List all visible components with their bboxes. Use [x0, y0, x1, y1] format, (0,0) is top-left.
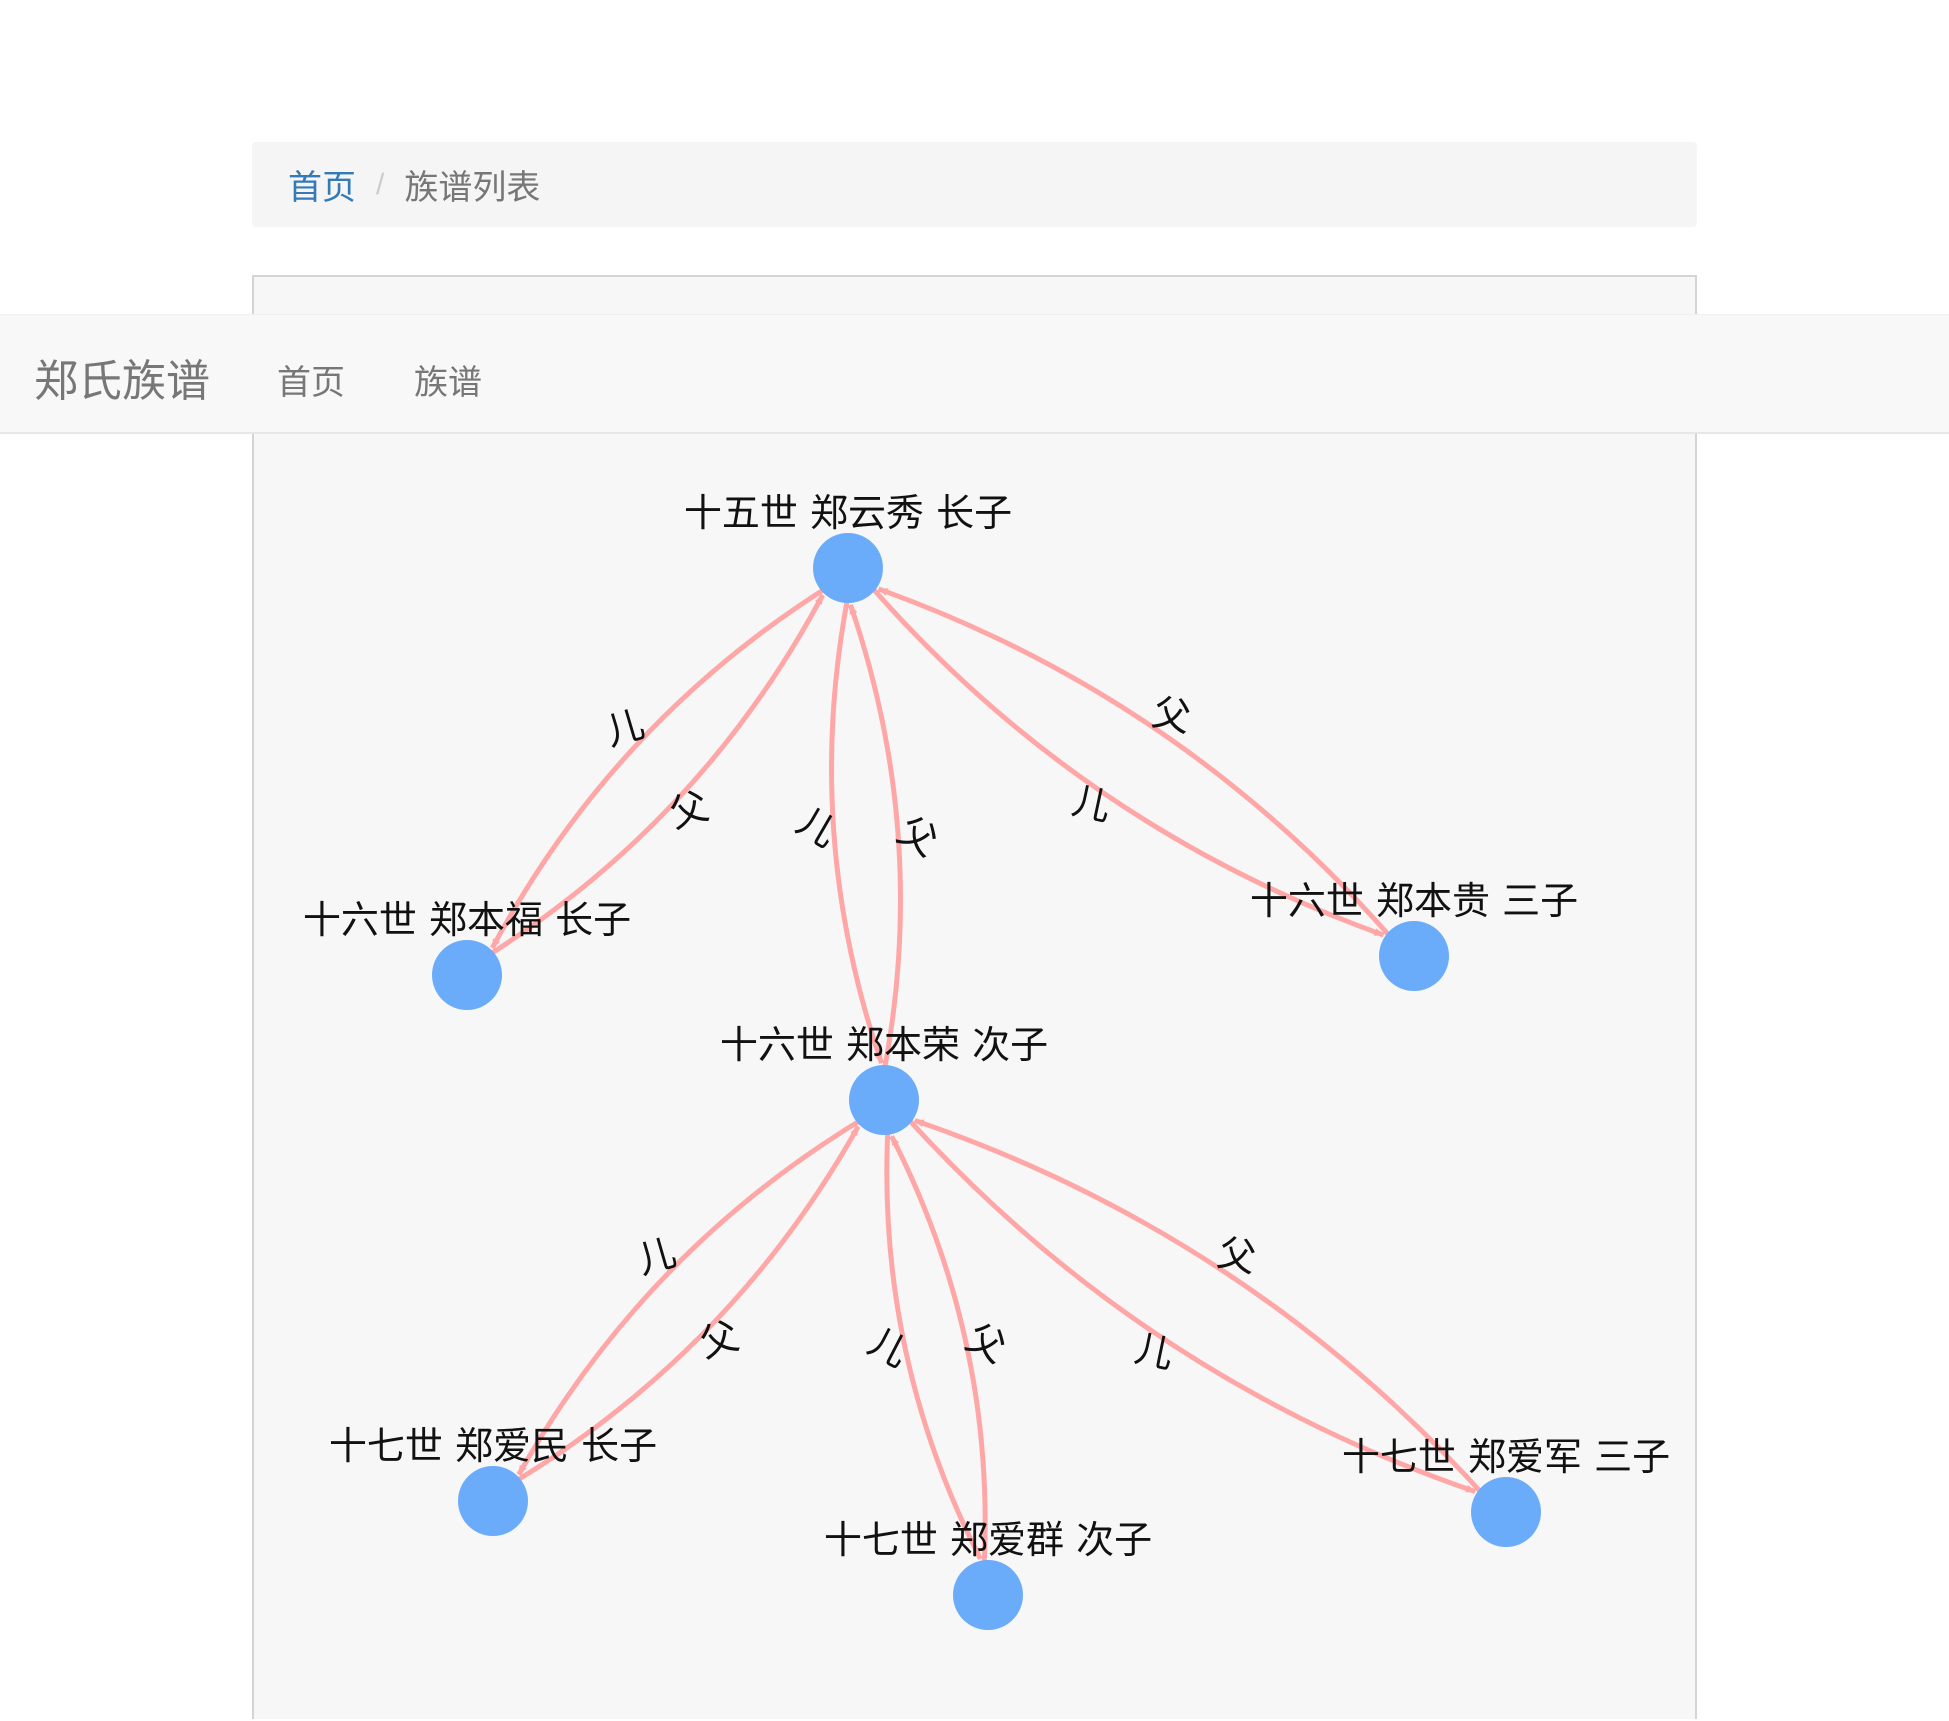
relation-edge: [490, 581, 835, 950]
relation-edge: [829, 588, 884, 1065]
edge-label: 父: [695, 1313, 744, 1366]
person-node[interactable]: [813, 533, 883, 603]
person-node-label: 十六世 郑本贵 三子: [1250, 879, 1578, 923]
person-node-label: 十七世 郑爱群 次子: [824, 1518, 1152, 1562]
edge-label: 父: [1148, 690, 1194, 741]
breadcrumb-separator: /: [376, 167, 385, 201]
person-node[interactable]: [849, 1065, 919, 1135]
person-node[interactable]: [458, 1466, 528, 1536]
relation-edge: [848, 603, 903, 1080]
family-graph[interactable]: 儿父儿父儿父儿父儿父儿父 十五世 郑云秀 长子十六世 郑本福 长子十六世 郑本荣…: [254, 277, 1699, 1721]
person-node-label: 十七世 郑爱军 三子: [1342, 1435, 1670, 1479]
breadcrumb: 首页 / 族谱列表: [252, 142, 1697, 227]
relation-edge: [899, 1109, 1477, 1494]
person-node-label: 十七世 郑爱民 长子: [329, 1424, 657, 1468]
nav-item-genealogy[interactable]: 族谱: [414, 364, 482, 402]
edge-label: 父: [664, 784, 713, 837]
breadcrumb-home-link[interactable]: 首页: [288, 169, 356, 207]
person-node[interactable]: [1471, 1477, 1541, 1547]
relation-edge: [913, 1118, 1491, 1503]
person-node[interactable]: [953, 1560, 1023, 1630]
top-navbar: 郑氏族谱 首页 族谱: [0, 314, 1949, 434]
person-node-label: 十五世 郑云秀 长子: [684, 491, 1012, 535]
relation-edge: [480, 593, 825, 962]
relation-edge: [516, 1112, 871, 1476]
person-node[interactable]: [432, 940, 502, 1010]
navbar-brand[interactable]: 郑氏族谱: [34, 357, 210, 406]
edge-label: 儿: [600, 702, 649, 755]
edge-label: 儿: [1068, 778, 1114, 829]
edge-label: 父: [959, 1315, 1013, 1372]
person-node-label: 十六世 郑本荣 次子: [720, 1023, 1048, 1067]
breadcrumb-current: 族谱列表: [404, 169, 541, 207]
relation-edge: [889, 1135, 988, 1575]
edge-label: 儿: [632, 1230, 681, 1283]
person-node[interactable]: [1379, 921, 1449, 991]
person-node-label: 十六世 郑本福 长子: [303, 898, 631, 942]
relation-edge: [877, 586, 1399, 946]
relation-edge: [884, 1120, 983, 1560]
edge-label: 父: [1214, 1230, 1260, 1281]
edge-label: 儿: [1131, 1326, 1177, 1377]
family-graph-panel: 儿父儿父儿父儿父儿父儿父 十五世 郑云秀 长子十六世 郑本福 长子十六世 郑本荣…: [252, 275, 1697, 1719]
relation-edge: [863, 578, 1385, 938]
nav-item-home[interactable]: 首页: [277, 364, 345, 402]
relation-edge: [506, 1125, 861, 1489]
